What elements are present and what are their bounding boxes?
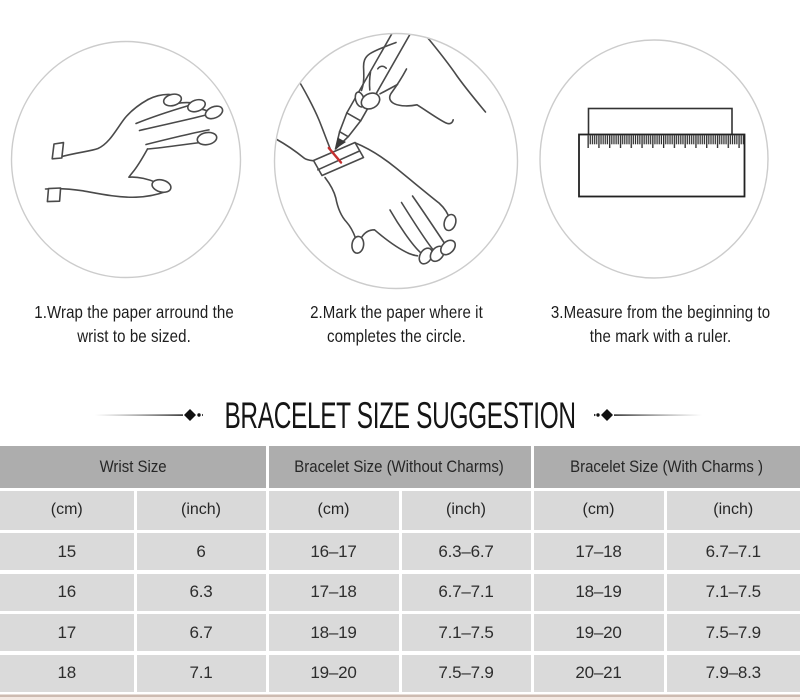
size-value: 6.3 bbox=[189, 582, 213, 602]
group-header-without-charms: Bracelet Size (Without Charms) bbox=[268, 446, 531, 488]
size-value-cell: 7.1–7.5 bbox=[401, 614, 531, 652]
step-2-caption-line-2: completes the circle. bbox=[326, 325, 466, 346]
size-value-cell: 18–19 bbox=[533, 573, 664, 611]
step-1-caption: 1.Wrap the paper arround the wrist to be… bbox=[0, 301, 294, 348]
size-value-cell: 18–19 bbox=[268, 614, 399, 652]
unit-label: (cm) bbox=[317, 501, 350, 519]
size-value: 6.7–7.1 bbox=[438, 582, 494, 602]
size-value: 16 bbox=[57, 582, 76, 602]
mark-paper-pen-illustration bbox=[273, 32, 519, 290]
step-2-caption: 2.Mark the paper where it completes the … bbox=[236, 301, 556, 348]
group-header-label: Bracelet Size (Without Charms) bbox=[294, 456, 505, 476]
size-value-cell: 7.1–7.5 bbox=[666, 573, 800, 611]
unit-label: (cm) bbox=[582, 501, 615, 519]
size-value-cell: 6.7 bbox=[136, 614, 266, 652]
size-value: 7.5–7.9 bbox=[438, 663, 494, 683]
wrap-paper-hand-illustration bbox=[10, 40, 242, 279]
size-value: 18–19 bbox=[575, 582, 622, 602]
size-value-cell: 6.3–6.7 bbox=[401, 533, 531, 571]
unit-label: (inch) bbox=[445, 501, 486, 519]
step-3-caption: 3.Measure from the beginning to the mark… bbox=[501, 301, 800, 348]
size-value-cell: 6.7–7.1 bbox=[401, 573, 531, 611]
size-value-cell: 18 bbox=[0, 654, 134, 692]
size-value: 7.9–8.3 bbox=[705, 663, 762, 683]
left-ornament-icon bbox=[95, 409, 203, 421]
size-value: 7.1–7.5 bbox=[705, 582, 762, 602]
size-value-cell: 19–20 bbox=[268, 654, 399, 692]
size-value-cell: 7.5–7.9 bbox=[666, 614, 800, 652]
size-value: 7.5–7.9 bbox=[705, 622, 762, 642]
size-value: 19–20 bbox=[575, 622, 622, 642]
step-2-caption-line-1: 2.Mark the paper where it bbox=[309, 302, 483, 322]
unit-header: (inch) bbox=[401, 491, 531, 530]
size-value-cell: 15 bbox=[0, 533, 134, 571]
size-value-cell: 17 bbox=[0, 614, 134, 652]
title-text: BRACELET SIZE SUGGESTION bbox=[224, 395, 576, 436]
size-value-cell: 7.9–8.3 bbox=[666, 654, 800, 692]
size-value-cell: 6 bbox=[136, 533, 266, 571]
group-header-wrist-size: Wrist Size bbox=[0, 446, 266, 488]
size-suggestion-title: BRACELET SIZE SUGGESTION bbox=[0, 397, 800, 435]
size-value-cell: 17–18 bbox=[268, 573, 399, 611]
unit-header: (cm) bbox=[533, 491, 664, 530]
unit-label: (cm) bbox=[50, 501, 83, 519]
right-ornament-icon bbox=[594, 409, 702, 421]
size-value: 20–21 bbox=[575, 663, 622, 683]
ruler-measure-illustration bbox=[539, 39, 769, 279]
size-value: 6 bbox=[196, 541, 206, 561]
size-value-cell: 7.1 bbox=[136, 654, 266, 692]
size-value: 19–20 bbox=[310, 663, 357, 683]
unit-header: (cm) bbox=[268, 491, 399, 530]
step-3-caption-line-2: the mark with a ruler. bbox=[590, 325, 732, 346]
size-value-cell: 16 bbox=[0, 573, 134, 611]
bottom-crop-strip bbox=[0, 693, 800, 700]
size-value-cell: 6.7–7.1 bbox=[666, 533, 800, 571]
unit-header: (inch) bbox=[666, 491, 800, 530]
size-value: 18–19 bbox=[310, 622, 357, 642]
size-value-cell: 20–21 bbox=[533, 654, 664, 692]
group-header-label: Wrist Size bbox=[99, 456, 167, 476]
size-table: Wrist Size Bracelet Size (Without Charms… bbox=[0, 446, 800, 692]
size-value: 6.7–7.1 bbox=[705, 541, 762, 561]
step-3-caption-line-1: 3.Measure from the beginning to bbox=[551, 302, 771, 322]
group-header-label: Bracelet Size (With Charms ) bbox=[570, 456, 764, 476]
title-row: BRACELET SIZE SUGGESTION bbox=[0, 397, 800, 435]
size-value-cell: 7.5–7.9 bbox=[401, 654, 531, 692]
size-value: 7.1–7.5 bbox=[438, 622, 494, 642]
size-value-cell: 19–20 bbox=[533, 614, 664, 652]
group-header-with-charms: Bracelet Size (With Charms ) bbox=[533, 446, 800, 488]
size-value: 16–17 bbox=[310, 541, 357, 561]
size-value: 6.7 bbox=[189, 622, 213, 642]
unit-label: (inch) bbox=[180, 501, 221, 519]
size-value: 17 bbox=[57, 622, 76, 642]
size-value: 18 bbox=[57, 663, 76, 683]
size-value: 17–18 bbox=[575, 541, 622, 561]
unit-label: (inch) bbox=[713, 501, 754, 519]
size-value: 7.1 bbox=[189, 663, 213, 683]
unit-header: (cm) bbox=[0, 491, 134, 530]
size-value-cell: 17–18 bbox=[533, 533, 664, 571]
unit-header: (inch) bbox=[136, 491, 266, 530]
step-1-caption-line-1: 1.Wrap the paper arround the bbox=[34, 302, 234, 322]
size-value: 15 bbox=[57, 541, 76, 561]
size-value-cell: 16–17 bbox=[268, 533, 399, 571]
size-value-cell: 6.3 bbox=[136, 573, 266, 611]
step-1-caption-line-2: wrist to be sized. bbox=[77, 325, 191, 346]
size-value: 6.3–6.7 bbox=[438, 541, 494, 561]
size-value: 17–18 bbox=[310, 582, 357, 602]
